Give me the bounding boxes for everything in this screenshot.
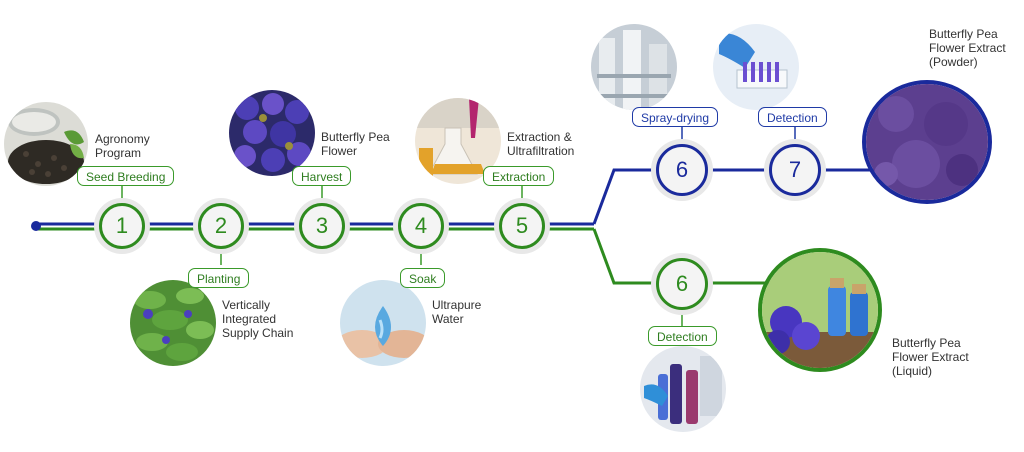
liquid-branch-line <box>592 228 770 285</box>
detection-lab-photo <box>713 24 799 110</box>
tag-planting: Planting <box>188 268 250 288</box>
water-photo <box>340 280 426 366</box>
caption-step-1: Agronomy Program <box>95 132 150 160</box>
detection-liquid-photo <box>640 346 726 432</box>
detection-liquid-image <box>640 346 726 432</box>
step-circle-2: 2 <box>198 203 244 249</box>
spray-drying-photo <box>591 24 677 110</box>
powder-image <box>866 84 988 200</box>
caption-powder-product: Butterfly Pea Flower Extract (Powder) <box>929 27 1006 69</box>
water-image <box>340 280 426 366</box>
plant-image <box>130 280 216 366</box>
seeds-image <box>4 102 88 186</box>
tag-harvest: Harvest <box>292 166 352 186</box>
caption-step-2: Vertically Integrated Supply Chain <box>222 298 294 340</box>
spray-drying-image <box>591 24 677 110</box>
step-circle-6-powder: 6 <box>656 144 708 196</box>
detection-lab-image <box>713 24 799 110</box>
tag-detection-powder: Detection <box>758 107 827 127</box>
liquid-product-photo <box>758 248 882 372</box>
powder-branch-line <box>592 168 880 225</box>
plant-photo <box>130 280 216 366</box>
caption-step-3: Butterfly Pea Flower <box>321 130 390 158</box>
step-circle-5: 5 <box>499 203 545 249</box>
seeds-photo <box>4 102 88 186</box>
liquid-image <box>762 252 878 368</box>
step-circle-4: 4 <box>398 203 444 249</box>
step-circle-1: 1 <box>99 203 145 249</box>
caption-step-5: Extraction & Ultrafiltration <box>507 130 575 158</box>
flowers-image <box>229 90 315 176</box>
tag-soak: Soak <box>400 268 446 288</box>
start-dot <box>31 221 41 231</box>
step-circle-7-powder: 7 <box>769 144 821 196</box>
caption-step-4: Ultrapure Water <box>432 298 482 326</box>
tag-spray-drying: Spray-drying <box>632 107 719 127</box>
step-circle-3: 3 <box>299 203 345 249</box>
powder-product-photo <box>862 80 992 204</box>
tag-seed-breeding: Seed Breeding <box>77 166 175 186</box>
caption-liquid-product: Butterfly Pea Flower Extract (Liquid) <box>892 336 969 378</box>
step-circle-6-liquid: 6 <box>656 258 708 310</box>
tag-detection-liquid: Detection <box>648 326 717 346</box>
tag-extraction: Extraction <box>483 166 555 186</box>
flowers-photo <box>229 90 315 176</box>
